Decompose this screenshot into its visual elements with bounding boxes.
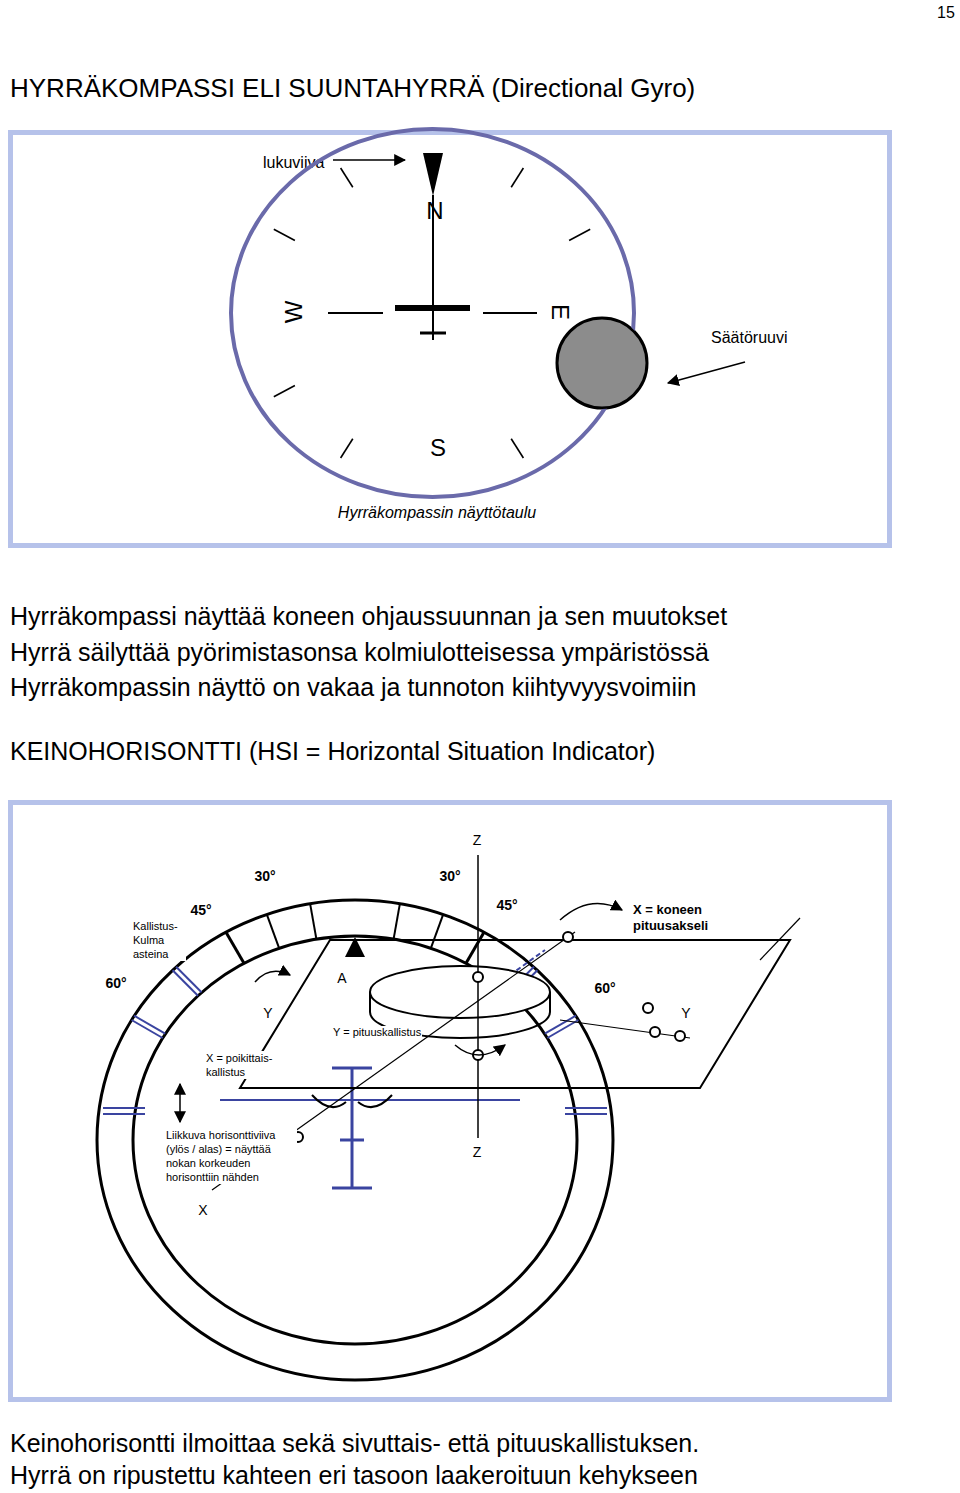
scale-label: 45° (189, 902, 212, 919)
compass-letter: N (426, 196, 443, 225)
body-text: Keinohorisontti ilmoittaa sekä sivuttais… (10, 1428, 699, 1458)
note-label: Kallistus- Kulma asteina (132, 919, 186, 961)
axis-label: X (197, 1202, 208, 1219)
page-number: 15 (937, 3, 955, 22)
body-text: Hyrrä on ripustettu kahteen eri tasoon l… (10, 1460, 698, 1490)
callout-label: Säätöruuvi (711, 328, 788, 347)
scale-label: 60° (593, 980, 616, 997)
panel-caption: Hyrräkompassin näyttötaulu (338, 503, 536, 522)
page-title: HYRRÄKOMPASSI ELI SUUNTAHYRRÄ (Direction… (10, 73, 695, 104)
part-label: A (336, 970, 347, 987)
axis-label: Y (680, 1005, 691, 1022)
compass-dial: N W E S (229, 127, 636, 499)
display-panel: Hyrräkompassin näyttötaulu N W E S (8, 130, 892, 548)
scale-label: 45° (495, 897, 518, 914)
axis-label: Z (472, 1144, 483, 1161)
note-label: Liikkuva horisonttiviiva (ylös / alas) =… (165, 1128, 297, 1184)
body-text: Hyrräkompassin näyttö on vakaa ja tunnot… (10, 672, 696, 702)
body-text: Hyrräkompassi näyttää koneen ohjaussuunn… (10, 601, 727, 631)
compass-letter: S (430, 433, 446, 462)
scale-label: 30° (253, 868, 276, 885)
axis-label: Y (262, 1005, 273, 1022)
axis-note: X = koneen pituusakseli (632, 902, 734, 934)
body-text: Hyrrä säilyttää pyörimistasonsa kolmiulo… (10, 637, 709, 667)
compass-letter: W (279, 301, 308, 324)
scale-label: 30° (438, 868, 461, 885)
compass-letter: E (546, 304, 575, 320)
section-heading: KEINOHORISONTTI (HSI = Horizontal Situat… (10, 736, 655, 766)
axis-note: Y = pituuskallistus (332, 1026, 422, 1039)
axis-label: Z (472, 832, 483, 849)
scale-label: 60° (104, 975, 127, 992)
axis-note: X = poikittais- kallistus (205, 1051, 289, 1079)
